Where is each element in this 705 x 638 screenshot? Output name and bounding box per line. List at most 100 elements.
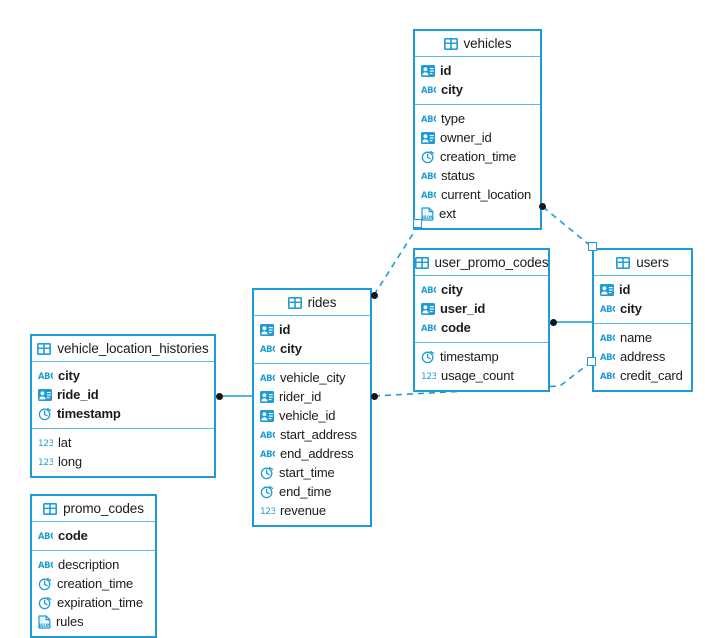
entity-header-users[interactable]: users: [594, 250, 691, 276]
column-field[interactable]: expiration_time: [32, 593, 155, 612]
relationship-endpoint-dot-vehicles-to-users[interactable]: [539, 203, 546, 210]
field-label: rider_id: [279, 389, 322, 404]
field-label: credit_card: [620, 368, 683, 383]
relationship-endpoint-square-rides-to-vehicles[interactable]: [413, 219, 422, 228]
entity-table-vehicles[interactable]: vehicles idABCcityABCtype owner_id creation…: [413, 29, 542, 230]
primary-key-field[interactable]: ABCcode: [415, 318, 548, 337]
entity-title: vehicle_location_histories: [57, 341, 209, 356]
primary-key-field[interactable]: timestamp: [32, 404, 214, 423]
primary-key-field[interactable]: ABCcity: [594, 299, 691, 318]
svg-text:ABC: ABC: [421, 85, 436, 95]
svg-text:JSON: JSON: [421, 215, 434, 221]
svg-text:123: 123: [260, 507, 275, 516]
svg-text:ABC: ABC: [421, 171, 436, 181]
abc-text-icon: ABC: [600, 303, 615, 314]
column-field[interactable]: ABCdescription: [32, 555, 155, 574]
entity-table-rides[interactable]: rides idABCcityABC vehicle_city rider_idveh…: [252, 288, 372, 527]
column-field[interactable]: start_time: [254, 463, 370, 482]
field-label: code: [58, 528, 88, 543]
entity-header-rides[interactable]: rides: [254, 290, 370, 316]
column-field[interactable]: end_time: [254, 482, 370, 501]
primary-key-field[interactable]: ABCcity: [415, 80, 540, 99]
column-field[interactable]: ABCstart_address: [254, 425, 370, 444]
column-field[interactable]: ABCcurrent_location: [415, 185, 540, 204]
entity-header-vehicles[interactable]: vehicles: [415, 31, 540, 57]
column-field[interactable]: ABCstatus: [415, 166, 540, 185]
relationship-endpoint-dot-rides-to-vehicles[interactable]: [371, 292, 378, 299]
abc-text-icon: ABC: [600, 332, 615, 343]
primary-key-field[interactable]: ABCcode: [32, 526, 155, 545]
id-card-icon: [600, 283, 614, 296]
column-field[interactable]: ABCname: [594, 328, 691, 347]
entity-title: vehicles: [463, 36, 512, 51]
json-document-icon: JSON: [38, 614, 51, 629]
clock-icon: [38, 407, 52, 421]
entity-table-promo_codes[interactable]: promo_codesABCcodeABCdescriptioncreation…: [30, 494, 157, 638]
field-label: creation_time: [440, 149, 517, 164]
relationship-endpoint-square-rides-to-users[interactable]: [587, 357, 596, 366]
field-label: vehicle_city: [280, 370, 346, 385]
column-field[interactable]: vehicle_id: [254, 406, 370, 425]
column-field[interactable]: timestamp: [415, 347, 548, 366]
column-field[interactable]: ABC vehicle_city: [254, 368, 370, 387]
column-field[interactable]: JSON rules: [32, 612, 155, 631]
column-field[interactable]: ABCtype: [415, 109, 540, 128]
column-field[interactable]: creation_time: [415, 147, 540, 166]
column-field[interactable]: creation_time: [32, 574, 155, 593]
field-label: city: [58, 368, 80, 383]
column-field[interactable]: ABCend_address: [254, 444, 370, 463]
relationship-endpoint-dot-vehicle_location_histories-to-rides[interactable]: [216, 393, 223, 400]
primary-key-field[interactable]: user_id: [415, 299, 548, 318]
abc-text-icon: ABC: [421, 84, 436, 95]
primary-key-field[interactable]: ABCcity: [254, 339, 370, 358]
relationship-endpoint-dot-rides-to-users[interactable]: [371, 393, 378, 400]
entity-table-user_promo_codes[interactable]: user_promo_codesABCcityuser_idABCcodetim…: [413, 248, 550, 392]
field-label: ride_id: [57, 387, 99, 402]
column-field[interactable]: owner_id: [415, 128, 540, 147]
abc-text-icon: ABC: [421, 189, 436, 200]
field-label: id: [440, 63, 452, 78]
entity-title: promo_codes: [63, 501, 144, 516]
primary-key-field[interactable]: id: [254, 320, 370, 339]
entity-header-promo_codes[interactable]: promo_codes: [32, 496, 155, 522]
field-label: start_address: [280, 427, 357, 442]
json-document-icon: JSON: [421, 206, 434, 221]
entity-header-vehicle_location_histories[interactable]: vehicle_location_histories: [32, 336, 214, 362]
field-label: id: [619, 282, 631, 297]
primary-key-block: ABCcityuser_idABCcode: [415, 276, 548, 343]
field-label: rules: [56, 614, 84, 629]
primary-key-field[interactable]: ride_id: [32, 385, 214, 404]
primary-key-field[interactable]: id: [594, 280, 691, 299]
entity-header-user_promo_codes[interactable]: user_promo_codes: [414, 250, 549, 276]
primary-key-field[interactable]: ABC city: [32, 366, 214, 385]
abc-text-icon: ABC: [260, 372, 275, 383]
column-field[interactable]: rider_id: [254, 387, 370, 406]
field-label: owner_id: [440, 130, 492, 145]
svg-text:ABC: ABC: [38, 560, 53, 570]
column-block: ABCtypeowner_idcreation_timeABCstatusABC…: [415, 105, 540, 228]
field-label: creation_time: [57, 576, 134, 591]
entity-table-vehicle_location_histories[interactable]: vehicle_location_historiesABC city ride_id…: [30, 334, 216, 478]
svg-text:ABC: ABC: [421, 114, 436, 124]
relationship-endpoint-dot-user_promo_codes-to-users[interactable]: [550, 319, 557, 326]
relationship-line-vehicles-to-users[interactable]: [542, 206, 593, 248]
abc-text-icon: ABC: [600, 370, 615, 381]
svg-text:ABC: ABC: [421, 190, 436, 200]
primary-key-block: ABCcode: [32, 522, 155, 551]
relationship-line-rides-to-vehicles[interactable]: [373, 225, 419, 296]
field-label: timestamp: [440, 349, 499, 364]
column-field[interactable]: ABCaddress: [594, 347, 691, 366]
column-field[interactable]: ABC credit_card: [594, 366, 691, 385]
abc-text-icon: ABC: [38, 370, 53, 381]
primary-key-field[interactable]: id: [415, 61, 540, 80]
relationship-endpoint-square-vehicles-to-users[interactable]: [588, 242, 597, 251]
entity-table-users[interactable]: usersidABCcityABCnameABCaddressABCcredit…: [592, 248, 693, 392]
primary-key-field[interactable]: ABCcity: [415, 280, 548, 299]
